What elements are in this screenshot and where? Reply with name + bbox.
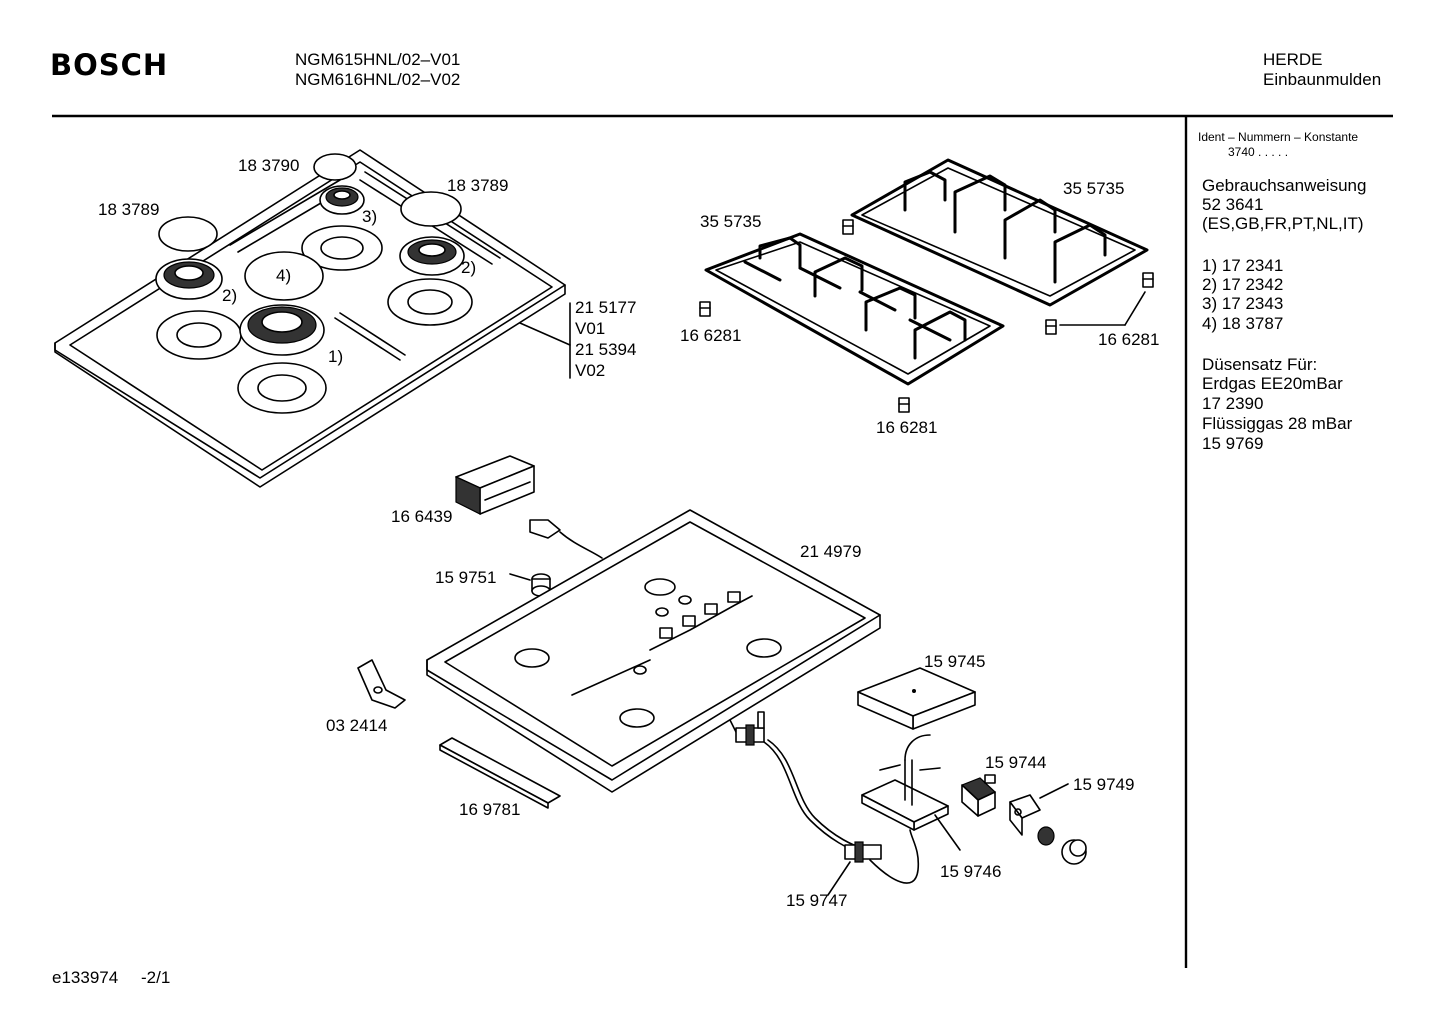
label-cap-left: 18 3789 bbox=[98, 200, 160, 219]
label-bracket: 03 2414 bbox=[326, 716, 388, 735]
burner-tray bbox=[426, 509, 881, 793]
label-ignition-box: 16 6439 bbox=[391, 507, 453, 526]
label-cap-top: 18 3790 bbox=[238, 156, 300, 175]
category-title: HERDE bbox=[1263, 50, 1323, 69]
nozzle-line-3: Flüssiggas 28 mBar bbox=[1202, 414, 1353, 433]
mounting-bracket bbox=[357, 659, 406, 709]
burner-part-1: 1) 17 2341 bbox=[1202, 256, 1284, 275]
model-number-1: NGM615HNL/02–V01 bbox=[295, 50, 461, 69]
ignition-box bbox=[455, 455, 535, 515]
label-knob-bracket: 15 9749 bbox=[1073, 775, 1135, 794]
document-id: e133974 bbox=[52, 968, 119, 987]
label-hob-top-a-variant: V01 bbox=[575, 319, 606, 338]
label-hob-top-b-variant: V02 bbox=[575, 361, 606, 380]
pan-support-grate-left bbox=[704, 232, 1005, 386]
callout-2-right: 2) bbox=[461, 258, 477, 277]
burner-wells bbox=[156, 225, 473, 414]
switch bbox=[960, 774, 997, 817]
label-valve: 15 9747 bbox=[786, 891, 848, 910]
label-grate-right: 35 5735 bbox=[1063, 179, 1125, 198]
brand-logo: BOSCH bbox=[50, 48, 169, 82]
label-foot-right: 16 6281 bbox=[1098, 330, 1160, 349]
knob-bracket bbox=[1009, 783, 1069, 836]
nozzle-line-1: Erdgas EE20mBar bbox=[1202, 374, 1343, 393]
pan-support-grate-right bbox=[850, 158, 1149, 307]
manual-number: 52 3641 bbox=[1202, 195, 1264, 214]
nozzle-line-2: 17 2390 bbox=[1202, 394, 1264, 413]
gas-pipe bbox=[735, 711, 920, 896]
manual-languages: (ES,GB,FR,PT,NL,IT) bbox=[1202, 214, 1364, 233]
callout-1: 1) bbox=[328, 347, 344, 366]
page-indicator: -2/1 bbox=[141, 968, 171, 987]
callout-3: 3) bbox=[362, 207, 378, 226]
label-strip: 16 9781 bbox=[459, 800, 521, 819]
callout-2-left: 2) bbox=[222, 286, 238, 305]
ident-value: 3740 . . . . . bbox=[1228, 145, 1289, 159]
burner-part-4: 4) 18 3787 bbox=[1202, 314, 1284, 333]
label-grate-left: 35 5735 bbox=[700, 212, 762, 231]
label-foot-bottom: 16 6281 bbox=[876, 418, 938, 437]
label-valve-housing: 15 9746 bbox=[940, 862, 1002, 881]
label-switch: 15 9744 bbox=[985, 753, 1047, 772]
model-number-2: NGM616HNL/02–V02 bbox=[295, 70, 461, 89]
manual-heading: Gebrauchsanweisung bbox=[1202, 176, 1367, 195]
label-hob-top-a: 21 5177 bbox=[575, 298, 637, 317]
rubber-feet bbox=[699, 219, 1154, 413]
nozzle-line-4: 15 9769 bbox=[1202, 434, 1264, 453]
label-hob-top-b: 21 5394 bbox=[575, 340, 637, 359]
burner-part-3: 3) 17 2343 bbox=[1202, 294, 1284, 313]
burner-rings bbox=[155, 185, 465, 356]
sealing-strip bbox=[439, 737, 561, 809]
ident-heading: Ident – Nummern – Konstante bbox=[1198, 130, 1359, 144]
control-knob bbox=[1037, 826, 1087, 865]
label-cover-plate: 15 9745 bbox=[924, 652, 986, 671]
label-tray: 21 4979 bbox=[800, 542, 862, 561]
burner-caps bbox=[158, 153, 462, 301]
cover-plate bbox=[857, 667, 976, 730]
nozzle-heading: Düsensatz Für: bbox=[1202, 355, 1318, 374]
callout-4: 4) bbox=[276, 266, 292, 285]
valve-housing bbox=[861, 734, 961, 851]
ignition-cable bbox=[529, 519, 603, 559]
label-grommet: 15 9751 bbox=[435, 568, 497, 587]
label-foot-left: 16 6281 bbox=[680, 326, 742, 345]
burner-part-2: 2) 17 2342 bbox=[1202, 275, 1284, 294]
subcategory-title: Einbaunmulden bbox=[1263, 70, 1382, 89]
label-cap-right: 18 3789 bbox=[447, 176, 509, 195]
